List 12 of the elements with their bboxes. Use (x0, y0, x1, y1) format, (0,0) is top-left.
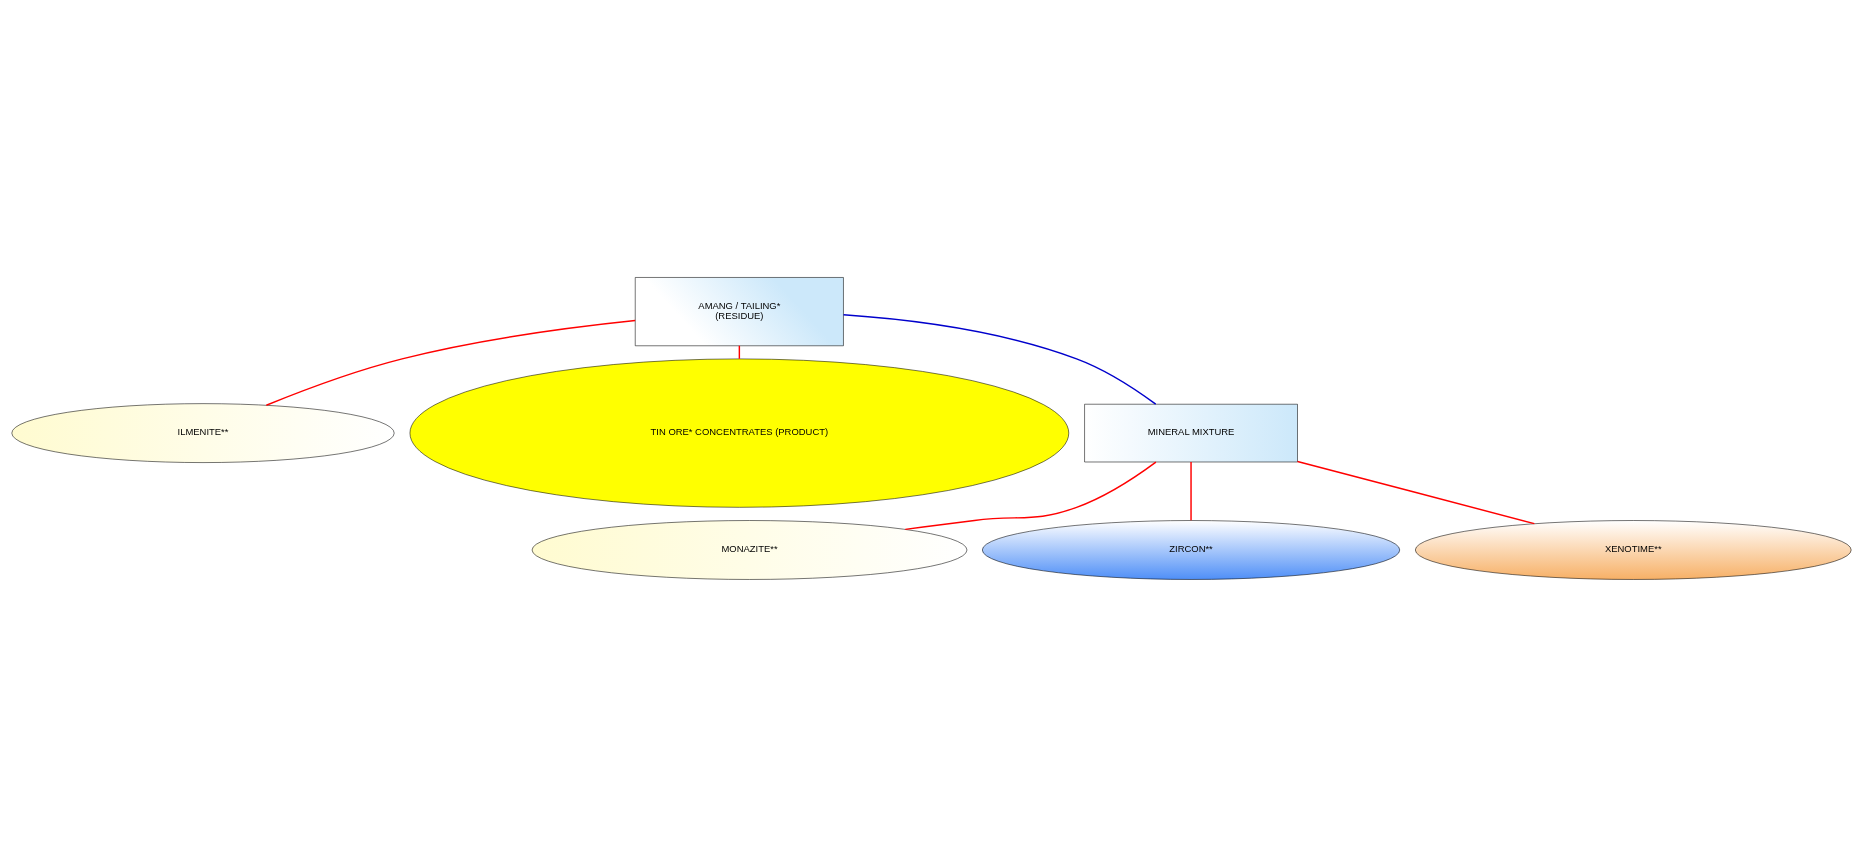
connector (842, 314, 1157, 405)
connector (1296, 460, 1536, 525)
node-ellipse: ZIRCON** (982, 520, 1400, 580)
node-ellipse: XENOTIME** (1415, 520, 1852, 580)
node-ellipse: MONAZITE** (531, 520, 968, 580)
node-box: AMANG / TAILING* (RESIDUE) (634, 277, 844, 347)
connector (904, 461, 1157, 531)
node-box: MINERAL MIXTURE (1084, 403, 1298, 463)
node-ellipse: ILMENITE** (11, 403, 395, 463)
node-ellipse: TIN ORE* CONCENTRATES (PRODUCT) (409, 358, 1070, 508)
connector (1190, 461, 1192, 522)
connector (265, 319, 636, 406)
